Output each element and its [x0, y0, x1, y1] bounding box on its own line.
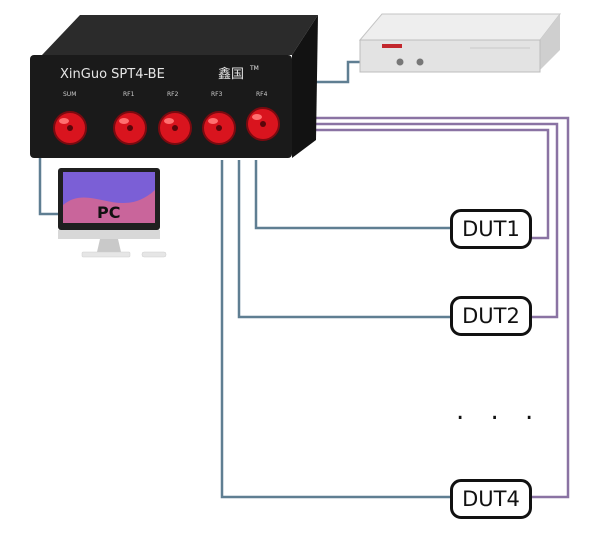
analyzer-logo-icon [382, 44, 402, 48]
pc-chin [58, 230, 160, 239]
port-label-rf1: RF1 [123, 91, 135, 98]
dut2-box: DUT2 [450, 296, 532, 336]
pc-computer: PC [58, 168, 167, 258]
port-label-rf4: RF4 [256, 91, 268, 98]
pc-stand [97, 239, 121, 252]
port-rf4-connector [246, 107, 280, 141]
port-label-rf3: RF3 [211, 91, 223, 98]
cable-analyzer-to-dut4 [316, 116, 570, 499]
port-rf1-connector [113, 111, 147, 145]
cable-device-to-pc [38, 155, 60, 216]
gray-cables [38, 60, 450, 499]
dut4-box: DUT4 [450, 479, 532, 519]
port-rf2-connector [158, 111, 192, 145]
more-duts-ellipsis: . . . [456, 396, 543, 426]
device-top-face [42, 15, 318, 55]
port-rf3-connector [202, 111, 236, 145]
pc-keyboard [81, 251, 131, 258]
dut1-box: DUT1 [450, 209, 532, 249]
device-tm-mark: TM [249, 65, 259, 72]
pc-mouse [141, 251, 167, 258]
cable-rf2-to-dut4 [220, 160, 450, 499]
analyzer-device [358, 13, 562, 73]
pc-label: PC [97, 203, 120, 222]
port-label-sum: SUM [63, 91, 76, 98]
device-chinese-brand: 鑫国 [218, 66, 244, 82]
port-sum-connector [53, 111, 87, 145]
analyzer-port-2 [416, 58, 424, 66]
cable-rf3-to-dut2 [237, 160, 450, 319]
cable-analyzer-to-dut2 [316, 122, 559, 319]
port-label-rf2: RF2 [167, 91, 179, 98]
device-model-text: XinGuo SPT4-BE [60, 67, 165, 82]
cable-analyzer-to-dut1 [316, 128, 550, 240]
device-side-face [292, 15, 318, 158]
analyzer-port-1 [396, 58, 404, 66]
pc-screen-wave [63, 190, 155, 223]
analyzer-side-face [540, 14, 560, 70]
spt4-device: XinGuo SPT4-BE 鑫国 TM SUM RF1 RF2 RF3 RF4 [30, 15, 318, 158]
purple-cables [316, 116, 570, 499]
cable-rf4-to-dut1 [254, 160, 450, 230]
analyzer-top-face [358, 13, 562, 41]
